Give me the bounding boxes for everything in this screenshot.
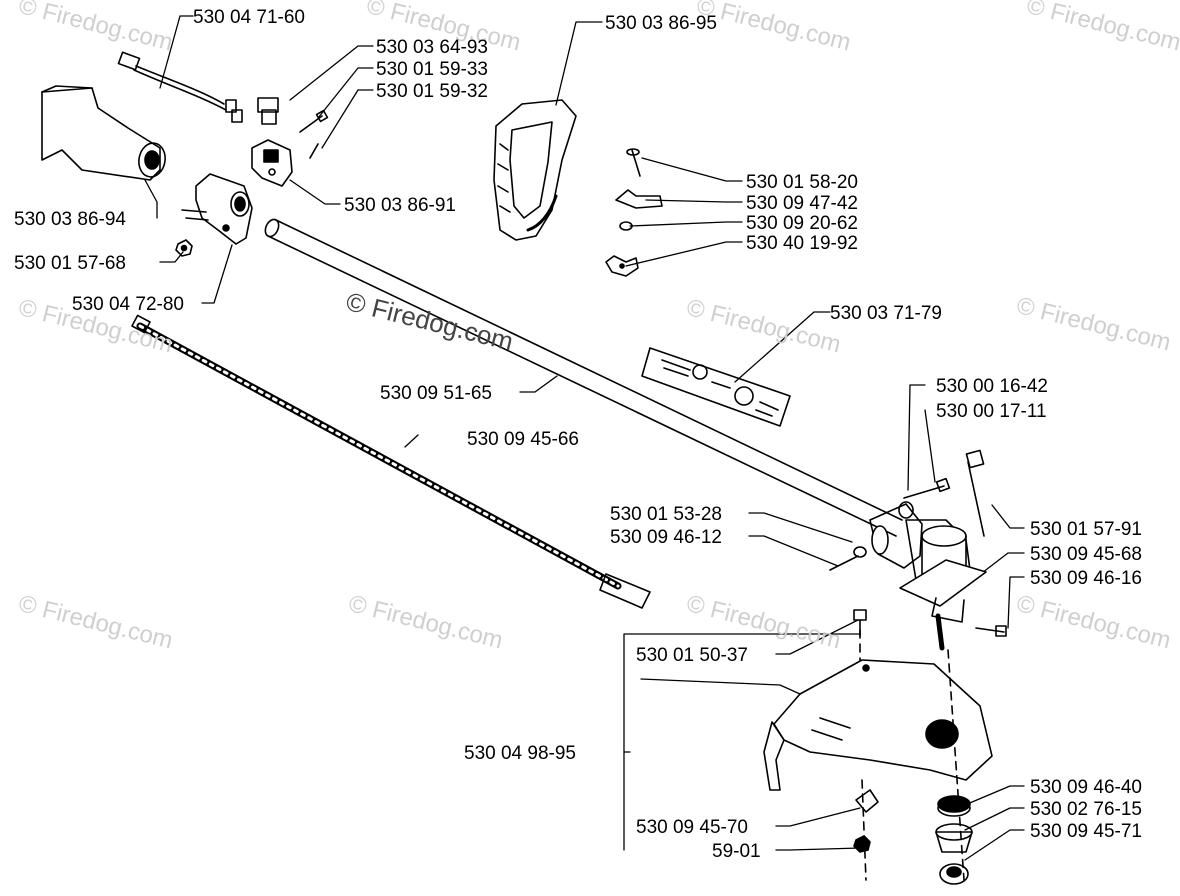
part-label: 530 09 46-16 <box>1030 568 1142 589</box>
shaft-tube <box>264 218 903 537</box>
line-cutter <box>853 789 879 853</box>
part-label: 530 09 47-42 <box>746 193 858 214</box>
part-label: 530 01 57-68 <box>14 253 126 274</box>
part-label: 530 01 53-28 <box>610 504 722 525</box>
part-label: 530 09 20-62 <box>746 213 858 234</box>
part-label: 530 04 98-95 <box>464 743 576 764</box>
small-screws <box>299 109 329 159</box>
throttle-housing <box>181 173 253 245</box>
part-label: 530 03 86-94 <box>14 209 126 230</box>
grass-guard <box>763 659 993 791</box>
gear-head <box>869 503 987 651</box>
part-label: 530 40 19-92 <box>746 233 858 254</box>
part-label: 530 03 64-93 <box>376 37 488 58</box>
gear-head-bolts <box>829 449 1007 637</box>
stop-switch <box>257 97 279 125</box>
part-label: 530 03 86-95 <box>605 13 717 34</box>
part-label: 530 04 72-80 <box>72 294 184 315</box>
part-label: 530 03 86-91 <box>344 195 456 216</box>
part-label: 530 01 58-20 <box>746 172 858 193</box>
part-label: 530 09 45-71 <box>1030 821 1142 842</box>
part-label: 530 09 46-40 <box>1030 777 1142 798</box>
part-label: 530 09 46-12 <box>610 527 722 548</box>
center-axis <box>859 629 965 881</box>
warning-decal <box>641 347 791 427</box>
part-label: 530 01 57-91 <box>1030 519 1142 540</box>
leader-lines <box>144 15 1025 861</box>
part-label: 530 01 59-33 <box>376 59 488 80</box>
part-label: 530 09 45-68 <box>1030 544 1142 565</box>
clamp-hardware <box>605 148 663 277</box>
handle-grip <box>41 85 166 181</box>
drive-shaft <box>131 314 651 609</box>
part-label: 530 09 51-65 <box>380 383 492 404</box>
part-label: 59-01 <box>712 841 761 862</box>
d-handle <box>493 99 577 241</box>
part-label: 530 09 45-66 <box>467 429 579 450</box>
part-label: 530 02 76-15 <box>1030 799 1142 820</box>
part-label: 530 00 17-11 <box>936 401 1047 422</box>
guard-screw <box>853 609 867 637</box>
hex-nut <box>175 239 193 257</box>
part-label: 530 01 50-37 <box>636 645 748 666</box>
part-label: 530 00 16-42 <box>936 376 1048 397</box>
part-label: 530 03 71-79 <box>830 303 942 324</box>
part-label: 530 04 71-60 <box>193 7 305 28</box>
handle-bracket <box>251 139 293 187</box>
throttle-wire <box>117 51 243 123</box>
spool-washers <box>935 795 973 885</box>
part-label: 530 01 59-32 <box>376 81 488 102</box>
part-label: 530 09 45-70 <box>636 817 748 838</box>
